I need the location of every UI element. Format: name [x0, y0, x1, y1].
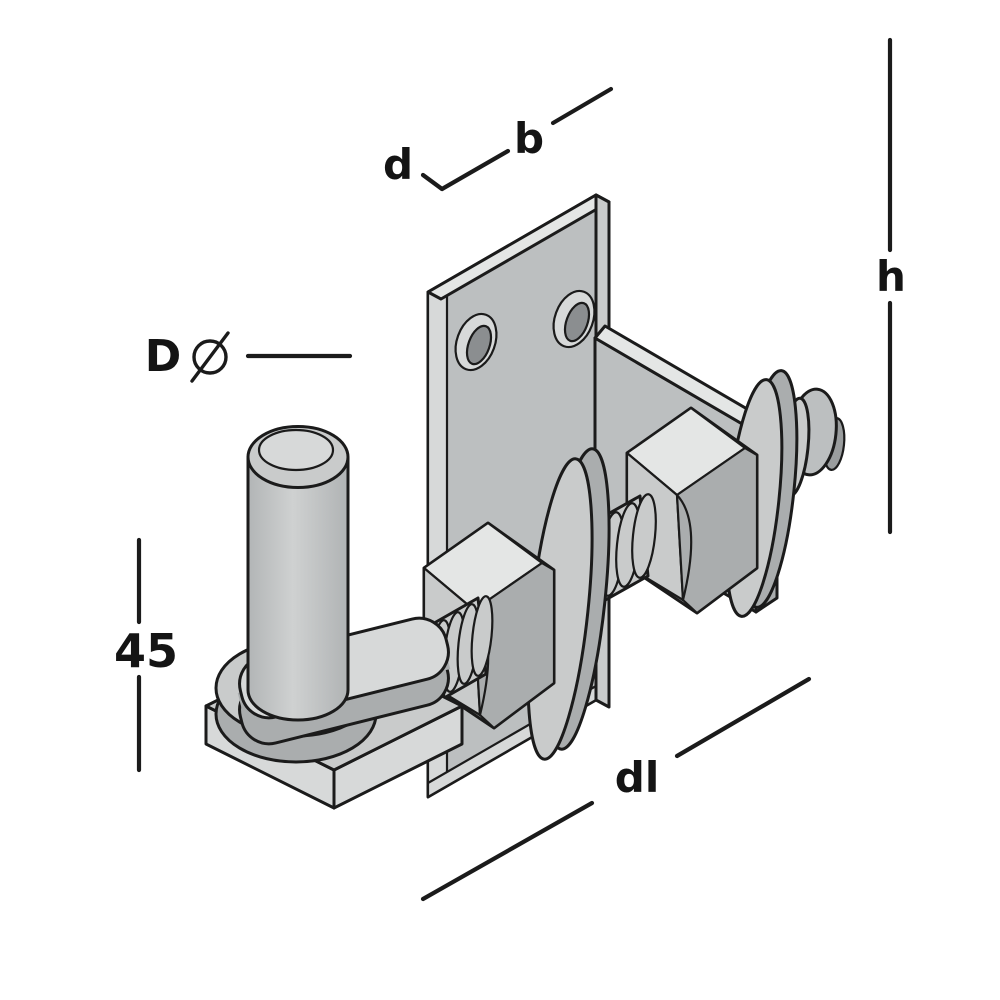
nut-chamfer-line: [675, 493, 693, 602]
dim-dl-line-lower: [420, 800, 595, 902]
diameter-symbol-icon: [190, 331, 230, 383]
dim-d-label: d: [383, 140, 413, 189]
dim-h: h: [876, 37, 906, 535]
thread-ring: [631, 493, 657, 579]
pin-top-face: [257, 428, 335, 472]
dim-d-tick: [420, 172, 445, 192]
dim-h-label: h: [876, 252, 906, 301]
dim-45-label: 45: [114, 624, 178, 678]
dim-b-label: b: [514, 114, 544, 163]
dim-dl: dl: [420, 676, 812, 902]
diameter-slash: [190, 331, 230, 383]
dim-d: d: [383, 140, 445, 192]
dimension-annotations: d b D h 45 dl: [114, 37, 906, 902]
diameter-circle: [192, 339, 228, 375]
dim-45: 45: [114, 537, 178, 773]
hole-bore: [563, 301, 591, 343]
dim-dl-label: dl: [615, 753, 659, 802]
plate-hole-lower: [454, 312, 498, 372]
hinge-pin: [246, 425, 350, 722]
dim-b-line-left: [439, 148, 511, 192]
pin-body: [246, 456, 350, 722]
plate-hole-upper: [552, 289, 596, 349]
dim-dl-line-upper: [674, 676, 812, 759]
thread-ring: [470, 595, 494, 677]
hole-bore: [465, 324, 493, 366]
dim-b-line-right: [550, 86, 614, 126]
dim-b: b: [439, 86, 614, 192]
dim-D-diameter: D: [145, 331, 353, 383]
dim-D-label: D: [145, 331, 182, 382]
